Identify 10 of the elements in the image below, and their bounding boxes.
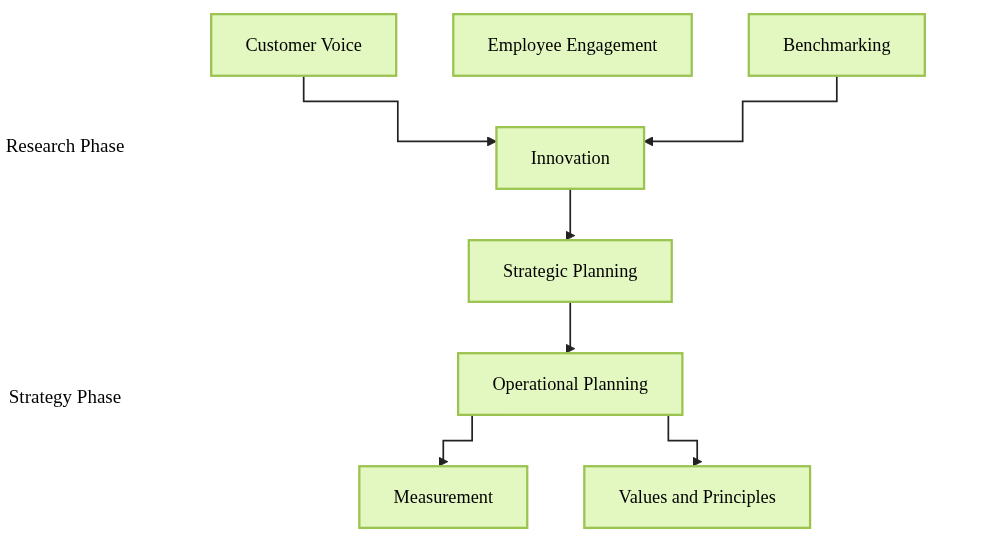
node-box: Benchmarking: [747, 13, 926, 77]
phase-label: Strategy Phase: [7, 385, 123, 408]
node-box: Customer Voice: [210, 13, 398, 77]
node-box: Values and Principles: [583, 465, 812, 529]
node-box: Employee Engagement: [452, 13, 693, 77]
node-box: Strategic Planning: [467, 239, 673, 303]
phase-label: Research Phase: [4, 134, 126, 157]
node-box: Measurement: [358, 465, 529, 529]
node-box: Innovation: [495, 126, 646, 190]
node-box: Operational Planning: [457, 352, 684, 416]
